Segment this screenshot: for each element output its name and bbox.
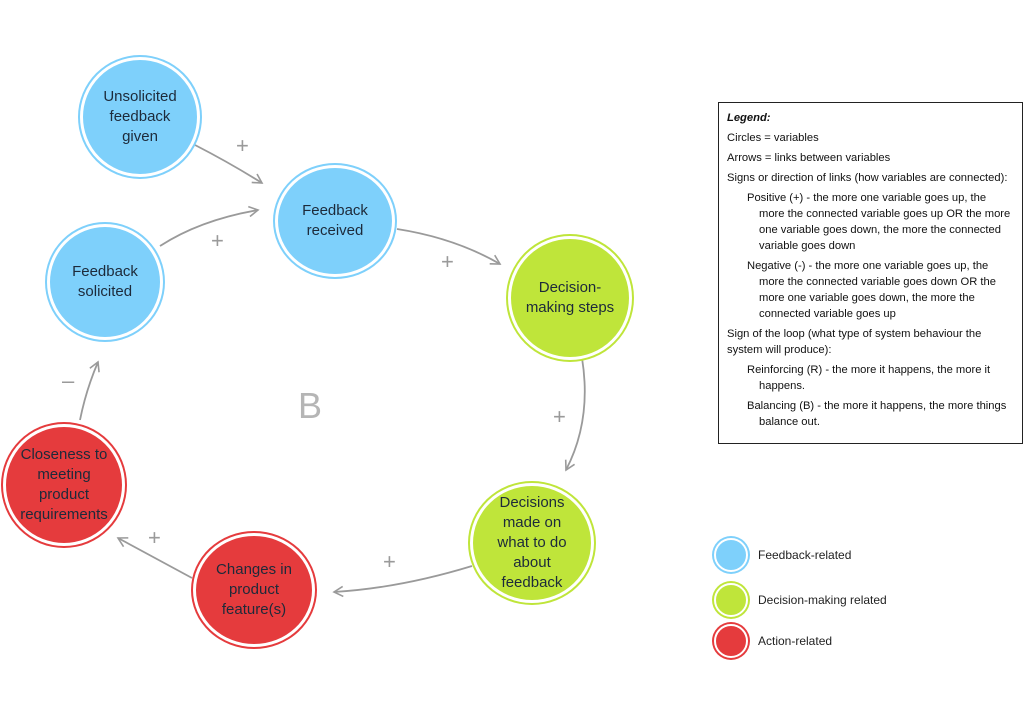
node-closeness-to-requirements: Closeness to meeting product requirement… bbox=[3, 424, 125, 546]
legend-line: Signs or direction of links (how variabl… bbox=[727, 172, 1008, 184]
legend-box: Legend: Circles = variables Arrows = lin… bbox=[718, 102, 1023, 444]
arrow-decisions-made-to-changes bbox=[332, 565, 473, 598]
action-swatch-icon bbox=[714, 624, 748, 658]
legend-line: Positive (+) - the more one variable goe… bbox=[747, 192, 1011, 252]
node-decision-making-steps: Decision-making steps bbox=[508, 236, 632, 360]
key-label: Feedback-related bbox=[758, 548, 852, 562]
node-label: Closeness to meeting product requirement… bbox=[20, 446, 108, 523]
arrow-closeness-to-solicited bbox=[79, 360, 100, 421]
feedback-swatch-icon bbox=[714, 538, 748, 572]
legend-line: Negative (-) - the more one variable goe… bbox=[747, 260, 996, 320]
arrow-changes-to-closeness bbox=[116, 537, 193, 579]
key-item-action: Action-related bbox=[714, 624, 832, 658]
arrow-solicited-to-received bbox=[159, 205, 260, 247]
sign-decisions-made-to-changes: + bbox=[383, 549, 396, 574]
arrow-unsolicited-to-received bbox=[194, 144, 264, 184]
key-item-decision: Decision-making related bbox=[714, 583, 887, 617]
node-decisions-made: Decisions made on what to do about feedb… bbox=[470, 483, 594, 603]
sign-received-to-decision-steps: + bbox=[441, 249, 454, 274]
node-unsolicited-feedback-given: Unsolicited feedback given bbox=[80, 57, 200, 177]
arrow-received-to-decision-steps bbox=[396, 228, 502, 265]
node-label: Decisions made on what to do about feedb… bbox=[497, 494, 567, 591]
sign-changes-to-closeness: + bbox=[148, 525, 161, 550]
arrow-decision-steps-to-decisions-made bbox=[564, 357, 586, 472]
legend-line: Reinforcing (R) - the more it happens, t… bbox=[747, 364, 991, 392]
decision-swatch-icon bbox=[714, 583, 748, 617]
legend-line: Sign of the loop (what type of system be… bbox=[727, 328, 982, 356]
node-label: Decision-making steps bbox=[525, 279, 615, 316]
node-label: Changes in product feature(s) bbox=[216, 561, 292, 618]
node-label: Unsolicited feedback given bbox=[103, 88, 177, 145]
sign-solicited-to-received: + bbox=[211, 228, 224, 253]
key-label: Decision-making related bbox=[758, 593, 887, 607]
node-label: Feedback solicited bbox=[72, 263, 138, 300]
sign-decision-steps-to-decisions-made: + bbox=[553, 404, 566, 429]
sign-closeness-to-solicited: – bbox=[62, 368, 75, 393]
key-label: Action-related bbox=[758, 634, 833, 648]
legend-line: Circles = variables bbox=[727, 132, 819, 144]
legend-line: Arrows = links between variables bbox=[727, 152, 891, 164]
loop-label: B bbox=[298, 385, 323, 426]
key-item-feedback: Feedback-related bbox=[714, 538, 851, 572]
legend-line: Balancing (B) - the more it happens, the… bbox=[747, 400, 1007, 428]
node-label: Feedback received bbox=[302, 202, 368, 239]
legend-title: Legend: bbox=[727, 112, 771, 124]
node-feedback-solicited: Feedback solicited bbox=[47, 224, 163, 340]
node-changes-in-product-features: Changes in product feature(s) bbox=[193, 533, 315, 647]
node-feedback-received: Feedback received bbox=[275, 165, 395, 277]
sign-unsolicited-to-received: + bbox=[236, 133, 249, 158]
